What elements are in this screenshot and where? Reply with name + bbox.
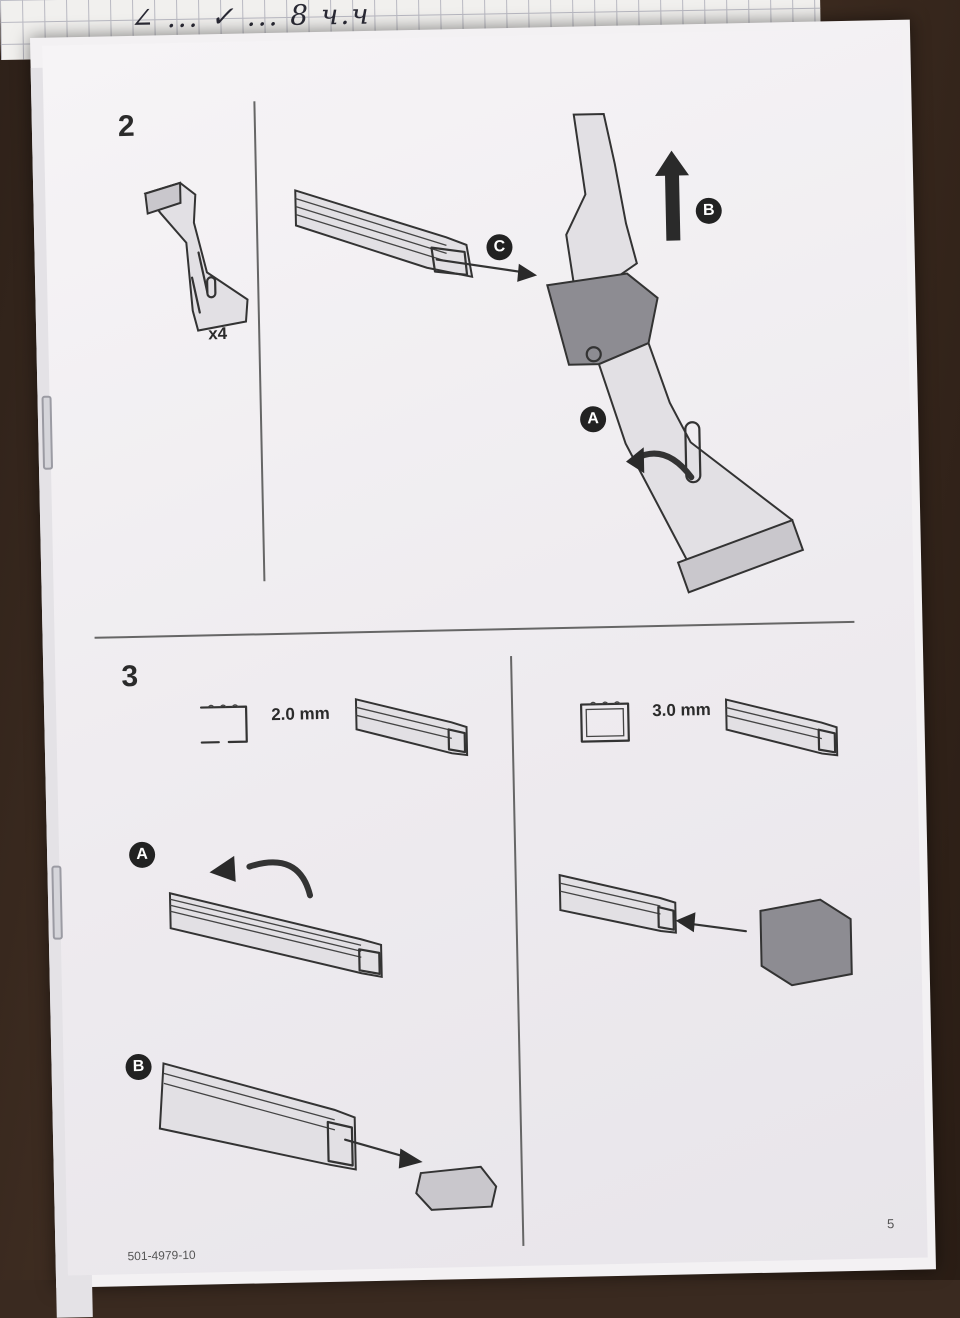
end-cap-remove-illustration xyxy=(158,1062,498,1211)
instruction-booklet: 2 x4 C xyxy=(30,19,936,1318)
end-cap-insert-illustration xyxy=(558,873,853,987)
step3-divider xyxy=(510,656,524,1246)
quantity-label: x4 xyxy=(208,323,228,344)
staple-top xyxy=(41,395,54,470)
profile-large-label: 3.0 mm xyxy=(652,699,712,721)
roof-bar-profile xyxy=(294,189,474,279)
page-number: 5 xyxy=(886,1216,895,1232)
instruction-page: 2 x4 C xyxy=(41,27,928,1276)
step2-divider xyxy=(253,101,265,582)
arrow-c xyxy=(435,258,538,282)
step2-number: 2 xyxy=(117,109,135,144)
step-separator xyxy=(94,620,855,639)
arrow-b xyxy=(655,150,690,241)
step3-number: 3 xyxy=(121,659,139,694)
bar-rotate-illustration xyxy=(168,855,383,979)
staple-bottom xyxy=(51,865,63,940)
bar-small-illustration xyxy=(354,698,469,757)
profile-large-icon xyxy=(579,701,630,743)
arrow-a xyxy=(626,447,695,481)
foot-part-illustration xyxy=(143,181,249,332)
foot-assembly-illustration xyxy=(546,112,805,594)
step3-badge-b: B xyxy=(125,1053,152,1081)
profile-small-label: 2.0 mm xyxy=(271,703,331,725)
handwritten-note: ∠ ... ✓ ... 8 ч.ч xyxy=(130,0,371,35)
profile-small-icon xyxy=(199,704,248,744)
part-number: 501-4979-10 xyxy=(127,1247,196,1264)
step3-badge-a: A xyxy=(128,841,156,869)
bar-large-illustration xyxy=(724,698,839,757)
